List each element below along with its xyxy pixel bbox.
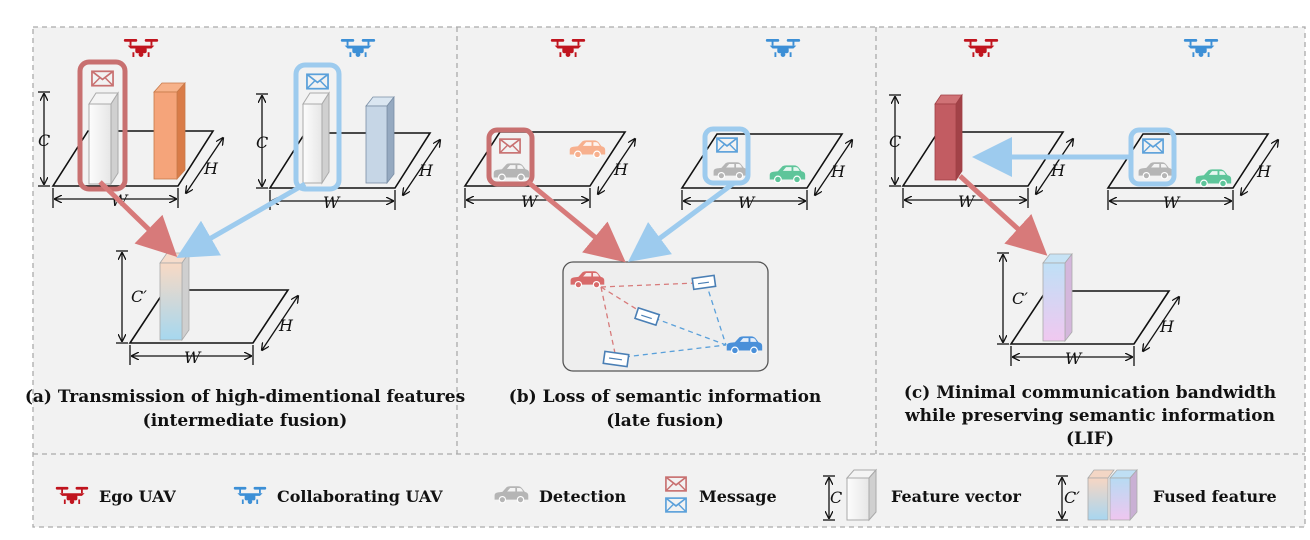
fused-feature-plane [1009,290,1171,345]
panel-a-caption-line1: (a) Transmission of high-dimentional fea… [25,387,465,407]
legend-ego-uav-label: Ego UAV [99,487,176,506]
fused-feature-column [1042,262,1066,342]
collab-dim-c: C [256,133,268,152]
panel-a-caption-line2: (intermediate fusion) [143,411,348,431]
fused-dim-h: H [1159,317,1175,336]
legend-dim-c-prime: C′ [1064,488,1080,507]
collab-message-frame [1128,127,1177,187]
ego-feature-column [88,103,112,185]
collab-dim-w: W [1163,193,1181,212]
panel-b-caption-line2: (late fusion) [606,411,724,431]
ego-dim-h: H [1050,161,1066,180]
ego-message-frame [486,127,535,187]
legend-collaborating-uav-label: Collaborating UAV [277,487,443,506]
fused-dim-c-prime: C′ [131,287,147,306]
collab-bbox-2 [633,306,661,327]
legend-fused-feature-label: Fused feature [1153,487,1277,506]
ego-dim-h: H [203,159,219,178]
collab-transmission-arrow [176,181,307,258]
collab-bbox-3 [602,350,630,368]
legend-dim-c: C [830,488,842,507]
fused-dim-w: W [1065,349,1083,368]
fused-feature-column [159,262,183,341]
collab-bbox-1 [691,274,717,291]
ego-transmission-arrow [98,180,178,257]
collab-message-frame [702,126,751,186]
collab-dim-h: H [830,162,846,181]
fused-feature-plane [128,289,290,344]
ego-message-frame [77,59,128,192]
panel-c: C W H W H C′ W H (c) Min [889,38,1278,449]
collab-dim-h: H [1256,162,1272,181]
ego-dim-w: W [958,192,976,211]
collab-blue-feature-column [365,105,388,184]
panel-a: C W H C W H C′ [25,38,465,431]
ego-dim-h: H [613,160,629,179]
ego-feature-column-side [110,91,119,186]
fused-dim-w: W [184,348,202,367]
fused-dim-c-prime: C′ [1012,289,1028,308]
fused-dim-h: H [278,316,294,335]
ego-dim-w: W [521,192,539,211]
ego-feature-plane [901,131,1065,187]
ego-fusion-arrow [958,174,1048,256]
collab-transmission-arrow [627,180,736,262]
legend-detection-label: Detection [539,487,627,506]
panel-c-caption-line1: (c) Minimal communication bandwidth [904,383,1276,403]
legend-fused-feature-icon-b [1109,477,1131,521]
collab-feature-column [302,103,323,184]
ego-feature-plane [51,130,215,187]
collab-dim-w: W [738,193,756,212]
ego-dim-c: C [889,132,901,151]
legend-fused-feature-icon-a [1087,477,1109,521]
legend-feature-vector-icon [846,477,870,521]
panel-c-caption-line2: while preserving semantic information [904,406,1275,426]
legend-message-label: Message [699,487,777,506]
collab-dim-w: W [323,193,341,212]
late-fusion-result-box [562,261,769,372]
collab-dim-h: H [418,161,434,180]
ego-orange-feature-column [153,91,178,180]
legend: Ego UAV Collaborating UAV Detection Mess… [55,468,1277,522]
ego-dim-c: C [38,131,50,150]
collab-message-frame [293,62,342,192]
panel-b-caption-line1: (b) Loss of semantic information [509,387,822,407]
legend-feature-vector-label: Feature vector [891,487,1022,506]
panel-c-caption-line3: (LIF) [1066,429,1114,449]
collab-feature-plane [268,132,432,189]
ego-red-feature-column [934,103,957,181]
ego-transmission-arrow [526,180,626,263]
panel-b: W H W H [463,38,852,431]
outer-border [32,26,1306,528]
